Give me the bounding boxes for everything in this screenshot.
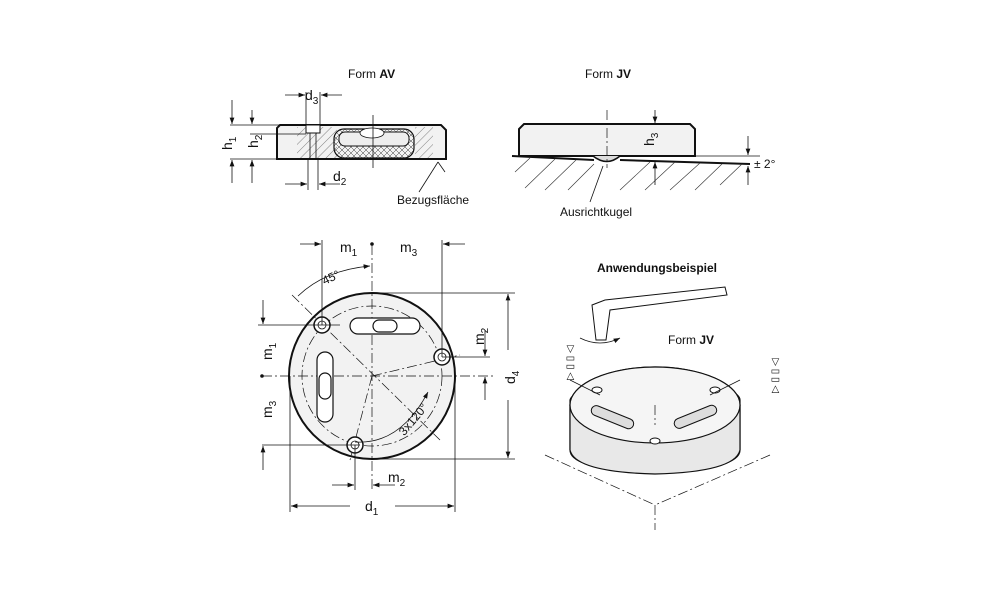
- form-av-title: Form AV: [348, 67, 395, 81]
- dim-d2: d2: [333, 168, 347, 188]
- label-alignment-ball: Ausrichtkugel: [560, 205, 632, 219]
- dim-d1: d1: [365, 498, 379, 518]
- form-jv-example-title: Form JV: [668, 333, 714, 347]
- form-jv-side-view: Form JV ± 2° h3 Ausrichtkugel: [511, 67, 776, 219]
- top-view: m1 m3 45° m1 m3 m2 d4 3x120° m2 d1: [258, 239, 522, 518]
- dim-m3-left: m3: [259, 400, 279, 418]
- dim-d4: d4: [502, 370, 522, 384]
- dim-m1-top: m1: [340, 239, 358, 259]
- tilt-arrows-left-icon: ▷ ▯ ▯ ◁: [565, 345, 576, 380]
- tilt-arrows-right-icon: ▷ ▯ ▯ ◁: [770, 358, 781, 393]
- form-jv-title: Form JV: [585, 67, 631, 81]
- dim-h1: h1: [219, 136, 239, 150]
- label-angle-45: 45°: [320, 267, 343, 287]
- hex-key-icon: [591, 286, 728, 341]
- dim-h3: h3: [641, 132, 661, 146]
- dim-m2-bottom: m2: [388, 469, 406, 489]
- dim-m2-right: m2: [471, 327, 491, 345]
- dim-m1-left: m1: [259, 342, 279, 360]
- dim-h2: h2: [245, 134, 265, 148]
- application-example: Anwendungsbeispiel Form JV ▷ ▯ ▯ ◁ ▷ ▯ ▯…: [544, 261, 781, 530]
- application-title: Anwendungsbeispiel: [597, 261, 717, 275]
- form-av-section-view: Form AV h1 h2 d3 d2 Bezugsfläche: [219, 67, 469, 207]
- dim-d3: d3: [305, 87, 319, 107]
- label-tilt-angle: ± 2°: [754, 157, 776, 171]
- label-reference-surface: Bezugsfläche: [397, 193, 469, 207]
- dim-m3-top: m3: [400, 239, 418, 259]
